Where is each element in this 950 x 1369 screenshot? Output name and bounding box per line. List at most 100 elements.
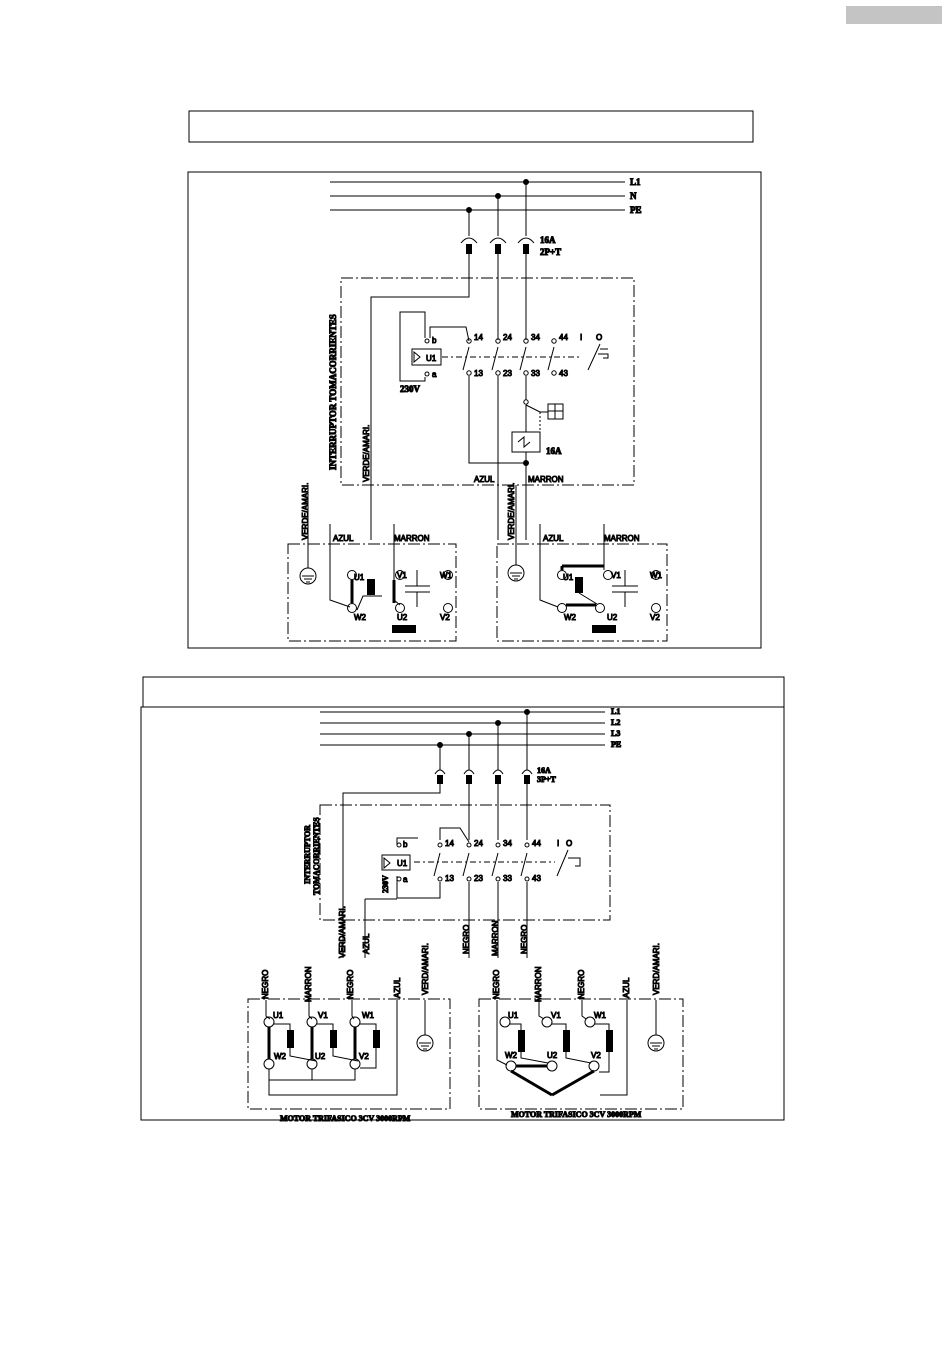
diagram2-motor-left-blue: AZUL	[393, 977, 402, 998]
diagram1-breaker	[460, 237, 535, 254]
diagram1-breaker-poles: 2P+T	[540, 247, 561, 257]
diagram1-motor-right-w1: W1	[650, 571, 663, 580]
diagram1-motor-left-w1: W1	[440, 571, 453, 580]
diagram2-motor-left-u2: U2	[315, 1052, 326, 1061]
diagram1-contact-14: 14	[474, 333, 483, 342]
diagram2-frame	[140, 706, 785, 1121]
diagram2-contact-13: 13	[445, 874, 454, 883]
diagram1-wire-green-yellow-right: VERDE/AMARI.	[507, 483, 516, 540]
diagram1-wire-blue-internal: AZUL	[474, 475, 495, 484]
diagram1-coil-terminal-a	[424, 371, 430, 377]
diagram2-motor-right-brown: MARRON	[534, 966, 543, 1002]
diagram2-supply-lines	[320, 709, 605, 770]
diagram1-switch-label: INTERRUPTOR TOMACORRIENTES	[328, 314, 338, 470]
diagram2-contact-33: 33	[503, 874, 512, 883]
diagram1-motor-left-u1: U1	[354, 573, 365, 582]
diagram1-coil-b: b	[432, 336, 437, 345]
diagram1-motor-right-brown: MARRON	[604, 534, 640, 543]
diagram2-breaker-rating: 16A	[537, 766, 551, 775]
diagram1-wire-green-yellow-internal: VERDE/AMARI.	[362, 425, 371, 482]
diagram2-contact-23: 23	[474, 874, 483, 883]
diagram2-wire-brown-out: MARRON	[491, 920, 500, 956]
diagram1-contact-33: 33	[531, 369, 540, 378]
diagram1-motor-right-blue: AZUL	[543, 534, 564, 543]
diagram1-contact-34: 34	[531, 333, 540, 342]
diagram2-wire-green-yellow-out: VERD/AMARI.	[338, 906, 347, 958]
diagram2-motor-left-black-2: NEGRO	[346, 970, 355, 999]
diagram2-motor-left-v1: V1	[318, 1011, 328, 1020]
diagram2-coil-b: b	[403, 840, 408, 849]
diagram1-motor-box-right	[496, 543, 668, 642]
diagram1-contact-13: 13	[474, 369, 483, 378]
diagram2-contact-24: 24	[474, 839, 483, 848]
diagram1-motor-left-v2: V2	[440, 613, 450, 622]
diagram2-contact-43: 43	[532, 874, 541, 883]
diagram2-motor-left-black-1: NEGRO	[261, 970, 270, 999]
diagram1-motor-box-left	[287, 543, 457, 642]
diagram1-line-pe: PE	[630, 205, 642, 215]
diagram2-motor-left-v2: V2	[359, 1052, 369, 1061]
diagram1-motor-left-wiring	[299, 485, 453, 633]
diagram2-motor-left-earth: VERD/AMARI.	[421, 943, 430, 995]
diagram1-contact-23: 23	[503, 369, 512, 378]
diagram2-wire-black-out-1: NEGRO	[462, 925, 471, 954]
diagram1-title-box	[188, 110, 754, 143]
diagram2-motor-right-blue: AZUL	[622, 977, 631, 998]
diagram2-wire-blue-out: AZUL	[362, 933, 371, 954]
diagram1-motor-left-blue: AZUL	[333, 534, 354, 543]
diagram2-switch-label-2: TOMACORRIENTES	[312, 817, 321, 895]
diagram1-motor-right-w2: W2	[564, 613, 577, 622]
diagram2-contact-44: 44	[532, 839, 541, 848]
diagram2-motor-box-left	[247, 998, 451, 1110]
diagram2-title-box	[142, 676, 785, 708]
diagram1-switch-pos-o: O	[596, 333, 602, 342]
diagram2-motor-left-w2: W2	[274, 1052, 287, 1061]
diagram2-motor-left-caption: MOTOR TRIFASICO 3CV 3000RPM	[280, 1114, 411, 1123]
diagram2-motor-right-v1: V1	[551, 1011, 561, 1020]
diagram2-contact-34: 34	[503, 839, 512, 848]
diagram1-motor-left-w2: W2	[354, 613, 367, 622]
diagram1-contact-24: 24	[503, 333, 512, 342]
diagram1-line-l1: L1	[630, 177, 641, 187]
diagram2-motor-right-black-1: NEGRO	[492, 970, 501, 999]
diagram2-motor-left-wiring	[263, 1000, 434, 1096]
diagram1-motor-right-v2: V2	[650, 613, 660, 622]
diagram2-line-l3: L3	[611, 729, 620, 738]
diagram2-motor-right-black-2: NEGRO	[577, 970, 586, 999]
diagram1-motor-right-u1: U1	[563, 573, 574, 582]
diagram2-motor-box-right	[478, 998, 684, 1110]
diagram2-motor-right-caption: MOTOR TRIFASICO 3CV 3000RPM	[511, 1110, 642, 1119]
diagram1-motor-left-earth-label: VERDE/AMARI.	[301, 483, 310, 540]
diagram1-voltage: 230V	[400, 384, 421, 394]
diagram2-switch-enclosure	[319, 804, 611, 921]
diagram1-switch-pos-i: I	[580, 333, 582, 342]
diagram2-motor-right-w1: W1	[594, 1011, 607, 1020]
diagram2-motor-right-earth: VERD/AMARI.	[652, 943, 661, 995]
diagram1-breaker-rating: 16A	[540, 235, 556, 245]
diagram1-wire-brown-internal: MARRON	[528, 475, 564, 484]
diagram2-motor-right-wiring	[496, 1000, 665, 1097]
diagram1-motor-right-u2: U2	[607, 613, 618, 622]
diagram2-line-pe: PE	[611, 740, 621, 749]
diagram2-switch-pos-o: O	[566, 839, 572, 848]
diagram1-motor-left-v1: V1	[397, 571, 407, 580]
diagram1-line-n: N	[630, 191, 637, 201]
diagram2-wire-black-out-2: NEGRO	[520, 925, 529, 954]
diagram2-coil-label: U1	[397, 859, 408, 868]
diagram1-motor-right-v1: V1	[611, 571, 621, 580]
diagram2-line-l2: L2	[611, 718, 620, 727]
diagram1-switch-enclosure	[340, 277, 635, 486]
diagram2-switch-label-1: INTERRUPTOR	[303, 825, 312, 884]
diagram1-coil-label: U1	[426, 354, 437, 363]
diagram2-motor-left-w1: W1	[362, 1011, 375, 1020]
diagram1-coil-terminal-b	[424, 338, 430, 344]
diagram2-motor-right-w2: W2	[505, 1051, 518, 1060]
diagram1-thermal-rating: 16A	[546, 446, 562, 456]
diagram2-voltage: 230V	[381, 875, 390, 893]
diagram2-contact-14: 14	[445, 839, 454, 848]
diagram1-motor-right-wiring	[507, 485, 661, 633]
diagram1-contact-44: 44	[559, 333, 568, 342]
diagram2-internal-wiring	[342, 784, 581, 958]
diagram2-switch-pos-i: I	[557, 839, 559, 848]
